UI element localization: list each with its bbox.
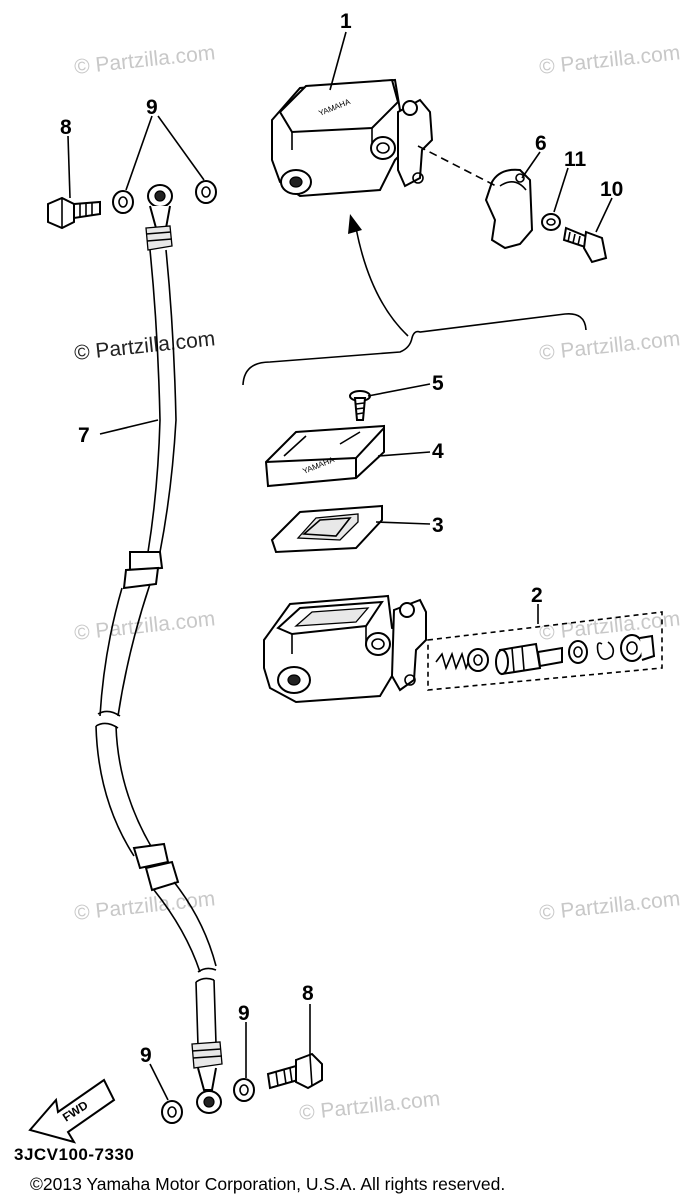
banjo-bolt-8-top bbox=[47, 196, 101, 230]
callout-4: 4 bbox=[432, 440, 444, 463]
banjo-bolt-8-bottom bbox=[266, 1052, 323, 1090]
reservoir-cover-4: YAMAHA bbox=[264, 424, 385, 488]
callout-9-bottom-right: 9 bbox=[238, 1002, 250, 1025]
callout-8-bottom: 8 bbox=[302, 982, 314, 1005]
callout-6: 6 bbox=[535, 132, 547, 155]
alignment-line bbox=[417, 145, 497, 187]
callout-numbers: 1 2 3 4 5 6 7 8 9 10 11 8 9 9 bbox=[60, 10, 623, 1067]
crush-washers-9-top bbox=[112, 180, 217, 214]
assembly-arrow bbox=[355, 227, 409, 337]
diaphragm-3 bbox=[270, 504, 383, 554]
forward-arrow: FWD bbox=[28, 1078, 116, 1144]
watermark: © Partzilla.com bbox=[73, 887, 216, 925]
exploded-view-brace bbox=[242, 313, 587, 386]
screw-5 bbox=[349, 390, 371, 421]
callout-9-bottom-left: 9 bbox=[140, 1044, 152, 1067]
callout-5: 5 bbox=[432, 372, 444, 395]
copyright-notice: ©2013 Yamaha Motor Corporation, U.S.A. A… bbox=[30, 1174, 505, 1194]
callout-9-top: 9 bbox=[146, 96, 158, 119]
master-cylinder-body bbox=[263, 594, 427, 704]
watermark: © Partzilla.com bbox=[538, 607, 680, 645]
watermark: © Partzilla.com bbox=[73, 41, 216, 79]
leader-lines bbox=[67, 31, 613, 1101]
master-cylinder-assembly: YAMAHA bbox=[271, 78, 434, 198]
callout-10: 10 bbox=[600, 178, 623, 201]
watermark: © Partzilla.com bbox=[538, 327, 680, 365]
washer-11 bbox=[541, 213, 561, 231]
watermark: © Partzilla.com bbox=[73, 327, 216, 365]
bolt-10 bbox=[562, 226, 608, 264]
arrow-head bbox=[348, 214, 362, 234]
brake-hose-7 bbox=[95, 184, 223, 1114]
diagram-code: 3JCV100-7330 bbox=[14, 1145, 134, 1164]
callout-2: 2 bbox=[531, 584, 543, 607]
watermark: © Partzilla.com bbox=[73, 607, 216, 645]
callout-3: 3 bbox=[432, 514, 444, 537]
handlebar-clamp bbox=[484, 168, 534, 250]
crush-washers-9-bottom bbox=[161, 1078, 255, 1124]
watermark: © Partzilla.com bbox=[298, 1087, 441, 1125]
watermark: © Partzilla.com bbox=[538, 887, 680, 925]
callout-7: 7 bbox=[78, 424, 90, 447]
callout-11: 11 bbox=[564, 148, 587, 171]
callout-8-top: 8 bbox=[60, 116, 72, 139]
callout-1: 1 bbox=[340, 10, 352, 33]
piston-kit-2 bbox=[427, 611, 663, 691]
watermark: © Partzilla.com bbox=[538, 41, 680, 79]
